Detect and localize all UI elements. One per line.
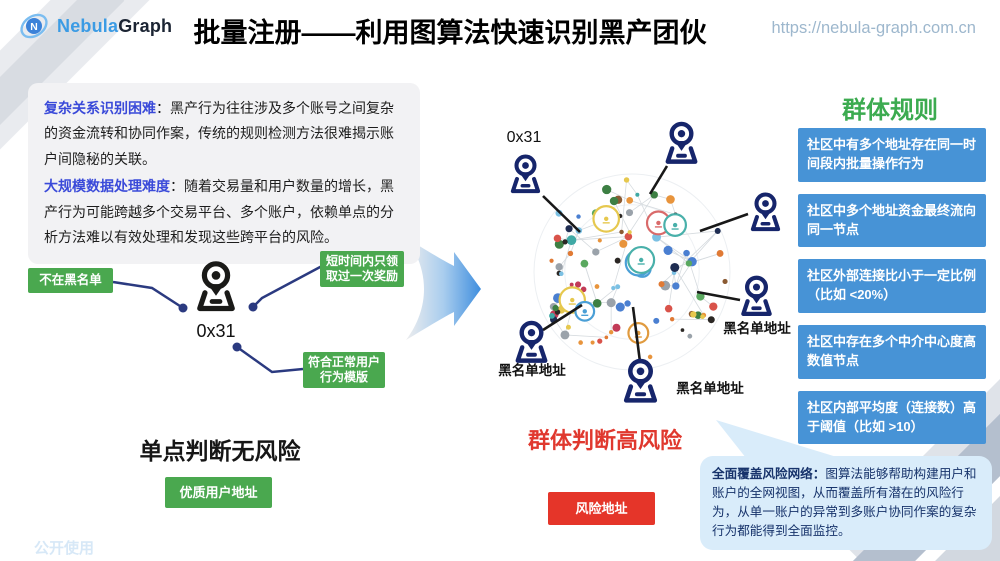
single-address-label: 0x31 [196, 321, 236, 341]
blacklist-address-label: 黑名单地址 [676, 381, 744, 396]
problem-item: 复杂关系识别困难：黑产行为往往涉及多个账号之间复杂的资金流转和协同作案，传统的规… [44, 100, 394, 167]
tag-once-reward: 短时间内只领取过一次奖励 [320, 251, 404, 287]
blacklist-pin-icon [733, 273, 780, 320]
group-rule-item: 社区内部平均度（连接数）高于阈值（比如 >10） [798, 390, 986, 445]
member-address-pin-icon [657, 119, 706, 168]
logo-wordmark: NebulaGraph [57, 15, 173, 36]
group-rules-list: 社区中有多个地址存在同一时间段内批量操作行为 社区中多个地址资金最终流向同一节点… [798, 128, 986, 445]
nebulagraph-logo: N NebulaGraph [18, 10, 172, 42]
svg-text:N: N [30, 22, 38, 33]
origin-address-label: 0x31 [506, 129, 542, 146]
group-verdict-title: 群体判断高风险 [527, 428, 682, 453]
group-rule-item: 社区中多个地址资金最终流向同一节点 [798, 193, 986, 248]
group-rule-item: 社区中有多个地址存在同一时间段内批量操作行为 [798, 128, 986, 182]
group-rules-heading: 群体规则 [842, 97, 938, 124]
nebulagraph-logo-icon: N [20, 13, 48, 39]
pin-connector-lines [542, 165, 749, 363]
blacklist-pin-icon [615, 356, 666, 407]
blacklist-address-label: 黑名单地址 [498, 363, 566, 378]
tag-not-blacklist: 不在黑名单 [28, 268, 113, 293]
group-rule-item: 社区中存在多个中介中心度高数值节点 [798, 325, 986, 379]
group-rule-item: 社区外部连接比小于一定比例（比如 <20%） [798, 259, 986, 314]
public-use-watermark: 公开使用 [34, 540, 95, 557]
problem-item: 大规模数据处理难度：随着交易量和用户数量的增长，黑产行为可能跨越多个交易平台、多… [44, 178, 394, 246]
single-verdict-title: 单点判断无风险 [139, 438, 301, 464]
member-address-pin-icon [743, 190, 788, 235]
blacklist-address-label: 黑名单地址 [723, 321, 791, 336]
origin-address-pin-icon [503, 152, 548, 197]
callout-tail [716, 420, 840, 458]
coverage-callout: 全面覆盖风险网络：图算法能够帮助构建用户和账户的全网视图，从而覆盖所有潜在的风险… [700, 456, 992, 550]
website-link[interactable]: https://nebula-graph.com.cn [771, 19, 976, 37]
page-title: 批量注册——利用图算法快速识别黑产团伙 [193, 18, 707, 48]
single-diagram-connectors [112, 264, 323, 374]
community-cluster-graph [533, 165, 749, 371]
good-address-button[interactable]: 优质用户地址 [165, 477, 272, 508]
single-address-pin-icon [187, 258, 245, 316]
transition-arrow-icon [406, 238, 481, 340]
problem-card: 复杂关系识别困难：黑产行为往往涉及多个账号之间复杂的资金流转和协同作案，传统的规… [28, 83, 420, 264]
risk-address-button[interactable]: 风险地址 [548, 492, 655, 525]
tag-normal-behavior: 符合正常用户行为模版 [303, 352, 385, 388]
